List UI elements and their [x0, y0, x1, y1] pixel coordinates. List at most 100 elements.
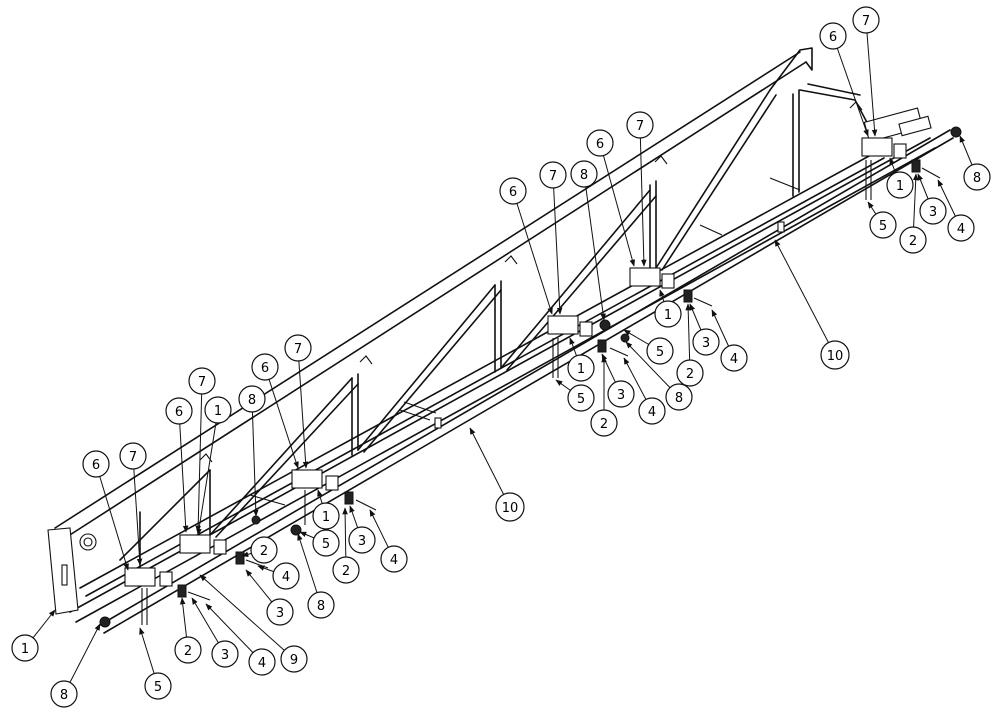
svg-text:10: 10: [502, 501, 519, 516]
clamp-assemblies: [99, 126, 962, 628]
svg-text:6: 6: [261, 361, 269, 376]
svg-text:1: 1: [664, 308, 672, 323]
leader-line: [832, 35, 869, 137]
callout-7: 7: [539, 161, 567, 189]
leader-line: [599, 142, 636, 267]
svg-text:1: 1: [214, 404, 222, 419]
svg-text:7: 7: [294, 342, 302, 357]
callout-2: 2: [899, 226, 927, 254]
svg-text:4: 4: [730, 352, 738, 367]
callout-3: 3: [348, 526, 376, 554]
svg-text:3: 3: [702, 336, 710, 351]
svg-text:6: 6: [829, 30, 837, 45]
svg-text:2: 2: [686, 367, 694, 382]
leader-line: [774, 239, 836, 356]
svg-text:3: 3: [358, 534, 366, 549]
svg-text:7: 7: [636, 119, 644, 134]
callout-6: 6: [499, 177, 527, 205]
leader-line: [178, 410, 189, 533]
svg-text:3: 3: [221, 648, 229, 663]
leader-line: [195, 380, 203, 533]
leader-line: [297, 347, 309, 469]
svg-text:6: 6: [596, 137, 604, 152]
callout-7: 7: [119, 442, 147, 470]
svg-text:4: 4: [648, 405, 656, 420]
callout-1: 1: [312, 502, 340, 530]
svg-text:4: 4: [957, 222, 965, 237]
callout-6: 6: [819, 22, 847, 50]
svg-text:4: 4: [258, 656, 266, 671]
svg-text:8: 8: [60, 688, 68, 703]
svg-text:1: 1: [322, 510, 330, 525]
callout-5: 5: [312, 529, 340, 557]
callout-7: 7: [626, 111, 654, 139]
callout-2: 2: [174, 636, 202, 664]
callout-8: 8: [963, 163, 991, 191]
leader-line: [552, 174, 563, 315]
callout-1: 1: [204, 396, 232, 424]
svg-text:8: 8: [675, 391, 683, 406]
callout-10: 10: [495, 492, 525, 522]
callout-9: 9: [280, 645, 308, 673]
svg-text:5: 5: [154, 680, 162, 695]
svg-text:5: 5: [656, 345, 664, 360]
leader-line: [512, 190, 553, 315]
leader-line: [469, 427, 511, 508]
callout-7: 7: [284, 334, 312, 362]
callout-2: 2: [250, 536, 278, 564]
callout-1: 1: [886, 171, 914, 199]
callout-4: 4: [380, 545, 408, 573]
callout-2: 2: [332, 556, 360, 584]
svg-text:4: 4: [282, 570, 290, 585]
callout-5: 5: [144, 672, 172, 700]
svg-text:6: 6: [92, 458, 100, 473]
callout-8: 8: [665, 383, 693, 411]
callout-3: 3: [211, 640, 239, 668]
callout-7: 7: [852, 6, 880, 34]
callout-1: 1: [654, 300, 682, 328]
svg-text:1: 1: [21, 642, 29, 657]
svg-text:10: 10: [827, 349, 844, 364]
svg-text:1: 1: [896, 179, 904, 194]
svg-text:7: 7: [129, 450, 137, 465]
leader-line: [196, 409, 219, 536]
callout-7: 7: [188, 367, 216, 395]
leader-line: [264, 366, 299, 469]
svg-text:7: 7: [549, 169, 557, 184]
callout-6: 6: [251, 353, 279, 381]
svg-text:3: 3: [276, 606, 284, 621]
svg-text:9: 9: [290, 653, 298, 668]
callout-5: 5: [869, 211, 897, 239]
svg-text:4: 4: [390, 553, 398, 568]
callout-2: 2: [676, 359, 704, 387]
callout-8: 8: [238, 385, 266, 413]
svg-text:2: 2: [184, 644, 192, 659]
callout-6: 6: [586, 129, 614, 157]
svg-text:2: 2: [909, 234, 917, 249]
callout-5: 5: [646, 337, 674, 365]
callout-4: 4: [720, 344, 748, 372]
callout-8: 8: [50, 680, 78, 708]
callout-4: 4: [248, 648, 276, 676]
callout-4: 4: [947, 214, 975, 242]
svg-text:8: 8: [248, 393, 256, 408]
svg-text:5: 5: [577, 392, 585, 407]
callout-2: 2: [590, 409, 618, 437]
leader-line: [132, 455, 143, 566]
svg-text:5: 5: [879, 219, 887, 234]
callout-8: 8: [307, 591, 335, 619]
callout-4: 4: [272, 562, 300, 590]
callout-6: 6: [82, 450, 110, 478]
leader-line: [251, 398, 259, 517]
truss-frame: [47, 47, 954, 634]
callout-3: 3: [607, 380, 635, 408]
leader-line: [95, 463, 129, 571]
leader-line: [639, 124, 647, 267]
svg-text:8: 8: [973, 171, 981, 186]
svg-text:5: 5: [322, 537, 330, 552]
svg-text:6: 6: [509, 185, 517, 200]
svg-text:1: 1: [577, 362, 585, 377]
callout-8: 8: [570, 160, 598, 188]
callout-3: 3: [692, 328, 720, 356]
